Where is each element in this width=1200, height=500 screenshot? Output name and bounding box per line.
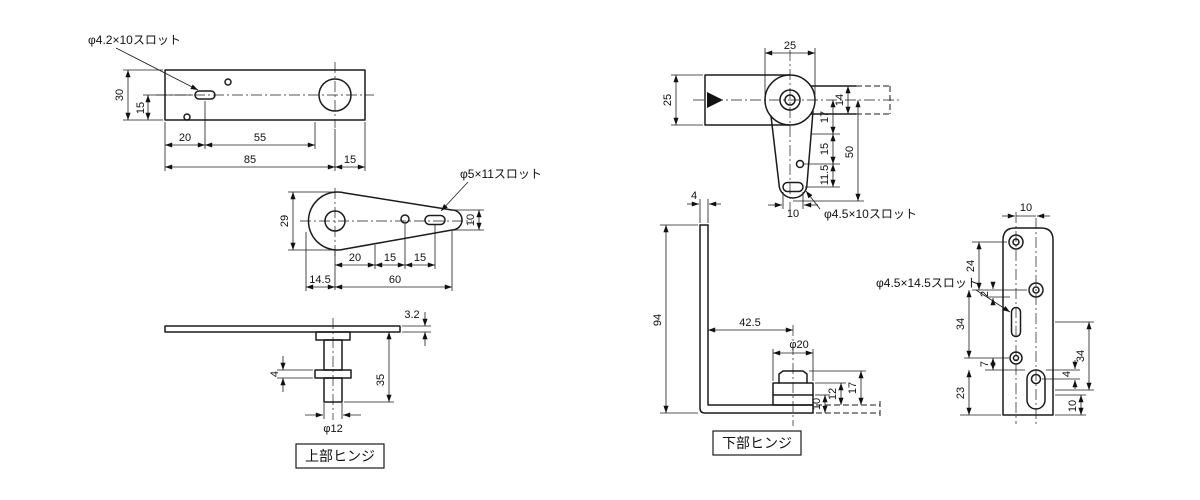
arm-small-hole <box>400 214 410 224</box>
plate-view-dimensions <box>115 47 366 171</box>
dim-55: 55 <box>254 132 266 144</box>
dim-11-5: 11.5 <box>819 165 831 186</box>
pivot-hole <box>318 78 352 112</box>
dim-34-right: 34 <box>1075 350 1087 362</box>
upper-hinge-side-view: 3.2 4 35 φ12 上部ヒンジ <box>164 309 431 469</box>
dim-phi20: φ20 <box>789 339 808 351</box>
dim-7: 7 <box>979 361 991 367</box>
down-arm-outline <box>770 110 814 199</box>
dim-17: 17 <box>819 111 831 123</box>
dim-3-2: 3.2 <box>404 309 419 321</box>
slot-callout: φ4.5×10スロット <box>824 207 917 221</box>
dim-34-left: 34 <box>955 318 967 330</box>
dim-15: 15 <box>819 143 831 155</box>
dim-2: 2 <box>979 291 991 297</box>
front-view-dimensions <box>960 213 1094 416</box>
dim-30: 30 <box>114 89 126 101</box>
dim-15-b: 15 <box>414 252 426 264</box>
dim-phi12: φ12 <box>323 423 342 435</box>
lower-hinge-top-view: 25 25 14 17 15 11.5 50 10 φ4.5×10スロット <box>662 40 917 221</box>
lower-hinge-side-view: 4 94 42.5 φ20 12 17 10 下部ヒンジ <box>652 190 881 456</box>
dim-14-5: 14.5 <box>309 274 330 286</box>
plate-edge <box>164 325 401 333</box>
dim-10: 10 <box>811 398 823 410</box>
dim-23: 23 <box>955 387 967 399</box>
dim-10-bottom: 10 <box>1067 400 1079 412</box>
dim-35: 35 <box>375 374 387 386</box>
dim-10: 10 <box>787 208 799 220</box>
arm-view-dimensions <box>288 181 484 291</box>
latch-boss <box>1026 369 1046 410</box>
small-hole <box>224 78 232 86</box>
dim-12: 12 <box>827 388 839 400</box>
dim-10: 10 <box>465 214 477 226</box>
dim-15-left: 15 <box>135 102 147 114</box>
bar-outline <box>704 74 791 126</box>
side-view-dimensions <box>277 312 431 419</box>
dim-14: 14 <box>834 94 846 106</box>
dim-29: 29 <box>279 215 291 227</box>
dim-4: 4 <box>691 190 697 202</box>
dim-10-top: 10 <box>1020 202 1032 214</box>
upper-hinge-plate-view: φ4.2×10スロット 30 15 20 55 85 15 <box>88 33 374 171</box>
caption-box <box>712 430 802 456</box>
dim-94: 94 <box>652 314 664 326</box>
slot-callout: φ4.5×14.5スロット <box>876 276 979 290</box>
dim-25-top: 25 <box>784 40 796 52</box>
dim-85: 85 <box>244 154 256 166</box>
slot-callout: φ4.2×10スロット <box>88 33 181 47</box>
bracket-inner <box>707 224 814 406</box>
dim-4: 4 <box>1061 371 1073 377</box>
dim-15-a: 15 <box>384 252 396 264</box>
dim-17: 17 <box>847 382 859 394</box>
arm-small-hole <box>795 159 805 169</box>
caption-box <box>295 443 385 469</box>
dim-20: 20 <box>349 252 361 264</box>
dim-60: 60 <box>389 274 401 286</box>
slot-5x11 <box>424 214 446 226</box>
side-view-dimensions <box>660 199 866 414</box>
caption-lower-hinge: 下部ヒンジ <box>722 435 792 451</box>
bracket-outer <box>699 224 814 414</box>
slot-4-5x10 <box>782 181 804 193</box>
dim-4: 4 <box>269 371 281 377</box>
dim-50: 50 <box>844 146 856 158</box>
caption-upper-hinge: 上部ヒンジ <box>305 448 375 464</box>
arm-outline <box>307 191 463 251</box>
dim-15-right: 15 <box>344 154 356 166</box>
dim-24: 24 <box>965 260 977 272</box>
small-hole <box>183 113 191 121</box>
dim-25-left: 25 <box>662 94 674 106</box>
dim-20: 20 <box>179 132 191 144</box>
upper-hinge-arm-view: φ5×11スロット 29 10 20 15 15 14.5 60 <box>279 167 542 291</box>
front-plate-outline <box>1002 227 1054 416</box>
lower-hinge-front-view: 10 φ4.5×14.5スロット 24 2 34 7 23 34 4 10 <box>876 202 1094 424</box>
dim-42-5: 42.5 <box>739 317 760 329</box>
top-view-dimensions <box>671 48 864 210</box>
slot-4-2x10 <box>194 90 216 100</box>
slot-callout: φ5×11スロット <box>460 167 542 181</box>
